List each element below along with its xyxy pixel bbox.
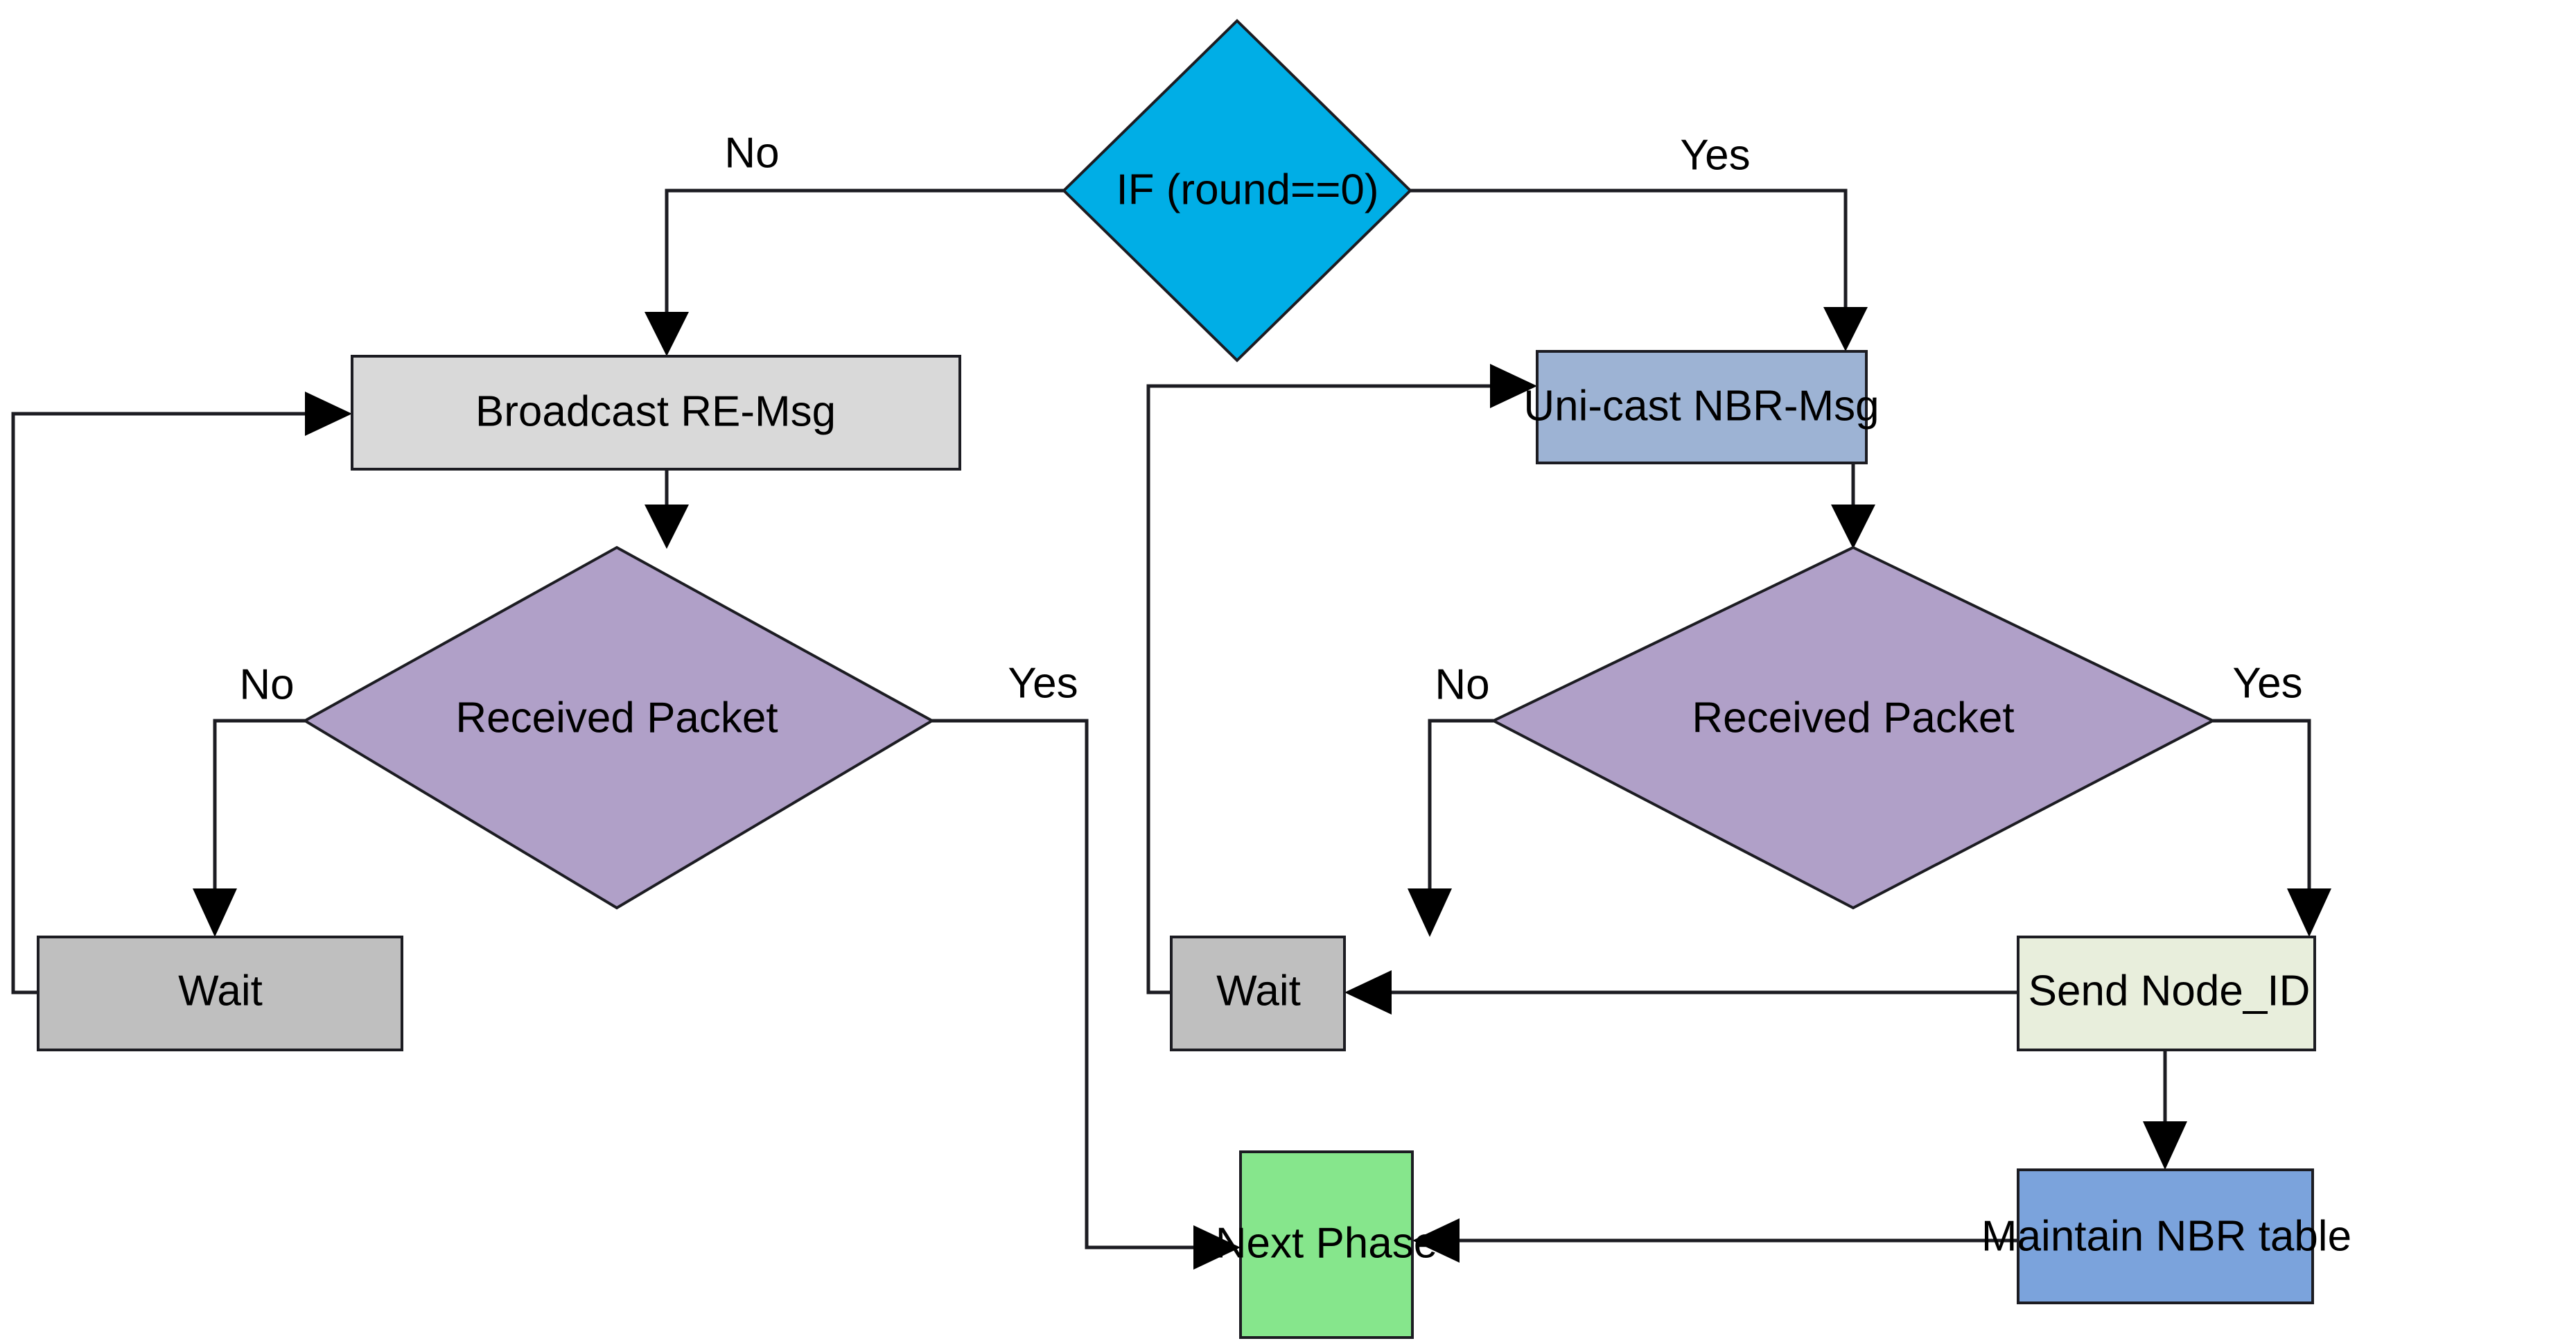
rect-shape [2017,1168,2314,1304]
edge-right-packet-no [1408,719,1493,937]
edge-wait-right-feedback [1146,364,1537,994]
arrowhead [1490,364,1537,408]
edge-round-no [645,189,1066,356]
rect-shape [1239,1150,1414,1339]
node-unicast-nbr-msg[interactable]: Uni-cast NBR-Msg [1523,350,1880,464]
arrowhead [1823,307,1868,351]
node-maintain-nbr-table[interactable]: Maintain NBR table [1981,1168,2351,1304]
node-label-broadcast-re-msg: Broadcast RE-Msg [475,387,836,435]
node-decision-round[interactable]: IF (round==0) [1062,19,1412,362]
node-wait-right[interactable]: Wait [1170,936,1346,1051]
edge-round-yes [1410,189,1868,351]
node-label-unicast-nbr-msg: Uni-cast NBR-Msg [1523,382,1879,430]
rect-shape [2017,936,2316,1051]
arrowhead [1831,505,1875,549]
arrowhead [193,888,237,937]
arrowhead [2143,1121,2187,1170]
node-label-received-packet-right: Received Packet [1692,694,2014,742]
edge-label-left-packet-yes: Yes [1008,659,1078,707]
edge-send-node-id-to-wait-right [1344,970,2018,1015]
edge-right-packet-yes [2213,719,2331,937]
diamond-shape [1062,19,1412,362]
edge-label-round-yes: Yes [1680,131,1750,179]
edge-wait-left-feedback [11,392,352,994]
edge-left-packet-yes [932,719,1241,1270]
edge-maintain-to-next-phase [1412,1218,2018,1263]
arrowhead [645,312,689,356]
edge-send-node-id-to-maintain [2143,1050,2187,1170]
node-label-next-phase: Next Phase [1216,1219,1438,1267]
edge-label-left-packet-no: No [239,660,294,708]
node-broadcast-re-msg[interactable]: Broadcast RE-Msg [351,355,961,471]
edge-left-packet-no [193,719,305,937]
node-label-wait-right: Wait [1216,967,1301,1015]
arrowhead [1344,970,1392,1015]
rect-shape [1170,936,1346,1051]
node-received-packet-right[interactable]: Received Packet [1490,545,2216,910]
node-label-send-node-id: Send Node_ID [2029,967,2311,1015]
arrowhead [645,505,689,549]
node-label-wait-left: Wait [178,967,263,1015]
arrowhead [1412,1218,1460,1263]
arrowhead [1193,1225,1241,1270]
node-received-packet-left[interactable]: Received Packet [302,545,936,910]
edge-label-right-packet-no: No [1435,660,1489,708]
node-next-phase[interactable]: Next Phase [1216,1150,1438,1339]
arrowhead [305,392,352,436]
node-wait-left[interactable]: Wait [37,936,403,1051]
arrowhead [1408,888,1452,937]
arrowhead [2287,888,2331,937]
edge-unicast-to-received-right [1831,463,1875,549]
rect-shape [1536,350,1868,464]
diamond-shape [1490,545,2216,910]
edge-label-right-packet-yes: Yes [2232,659,2302,707]
node-label-received-packet-left: Received Packet [455,694,778,742]
edge-label-round-no: No [724,129,779,177]
edge-broadcast-to-received-left [645,469,689,549]
rect-shape [37,936,403,1051]
node-label-decision-round: IF (round==0) [1116,166,1378,213]
diamond-shape [302,545,936,910]
node-label-maintain-nbr-table: Maintain NBR table [1981,1212,2351,1260]
node-send-node-id[interactable]: Send Node_ID [2017,936,2316,1051]
rect-shape [351,355,961,471]
